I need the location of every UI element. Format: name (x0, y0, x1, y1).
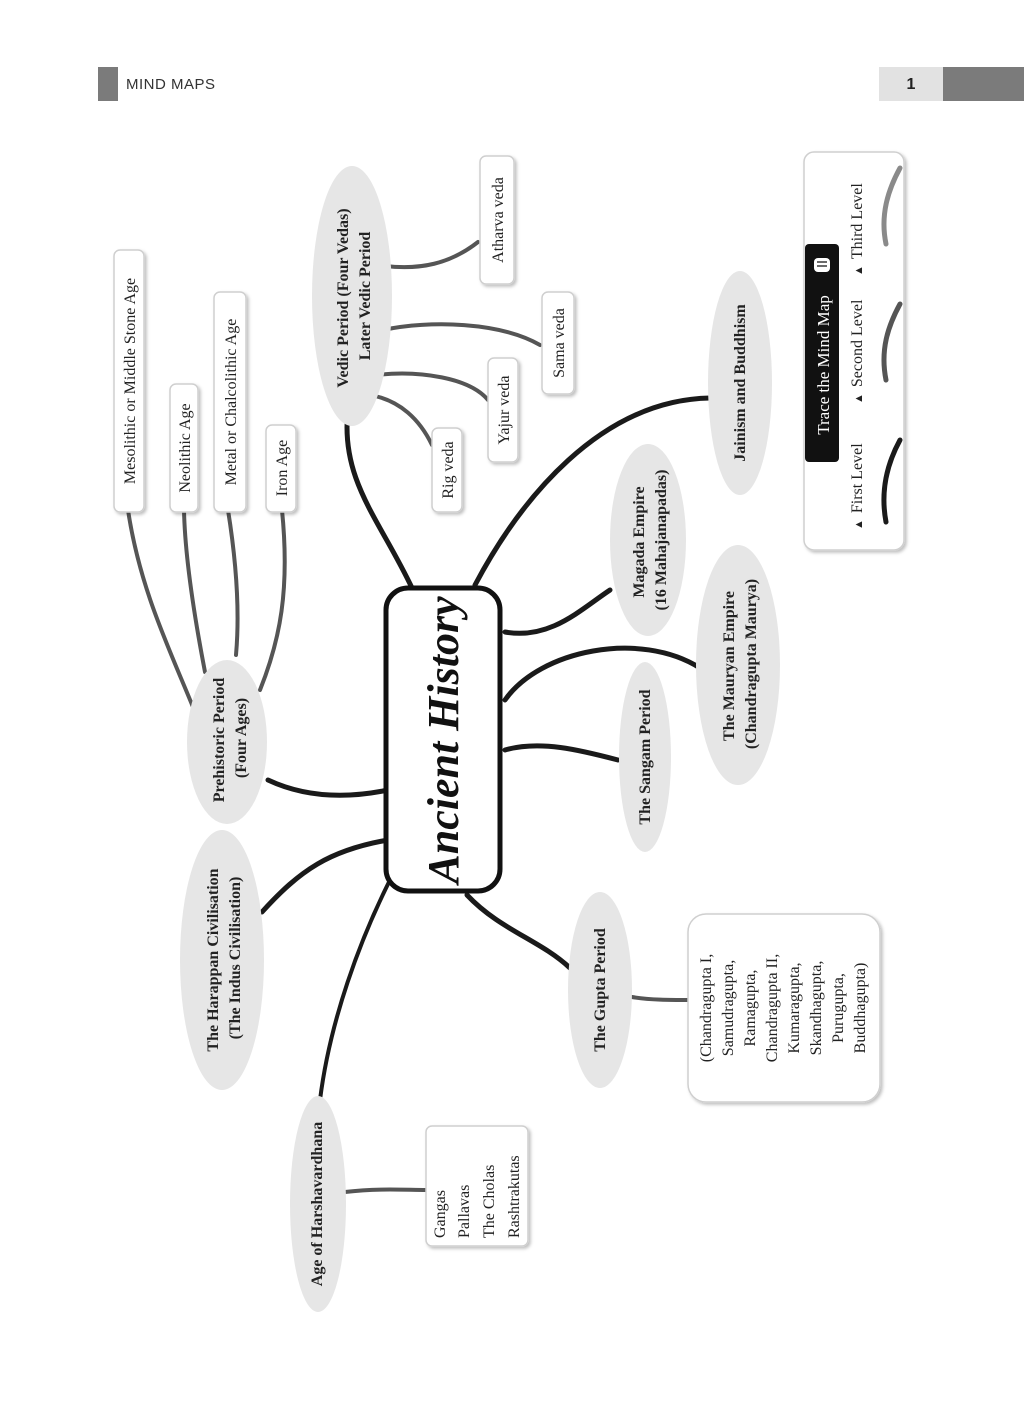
box-neolithic (169, 383, 199, 513)
connector-metal-age (226, 508, 240, 657)
box-sama-veda (541, 291, 575, 395)
connector-mauryan (502, 645, 703, 703)
connector-prehistoric (265, 777, 391, 798)
oval-prehistoric (187, 660, 267, 824)
connector-neolithic (182, 508, 207, 674)
connector-rig (368, 393, 434, 447)
box-yajur-veda (487, 357, 519, 463)
legend-third-stroke (881, 165, 903, 247)
connector-sangam (502, 743, 621, 763)
header-right-bar (943, 67, 1024, 101)
oval-gupta (568, 892, 632, 1088)
oval-sangam (619, 662, 671, 852)
oval-harsha (290, 1096, 346, 1312)
connector-jainism (472, 395, 713, 588)
box-atharva-veda (479, 155, 515, 285)
header-section-title: MIND MAPS (126, 76, 216, 93)
legend-second-stroke (881, 301, 903, 383)
page-number: 1 (879, 67, 943, 101)
connector-atharva (383, 240, 480, 270)
connector-yajur (374, 371, 490, 402)
connector-harappan (259, 837, 391, 915)
connector-gupta (464, 892, 573, 971)
box-iron-age (265, 424, 297, 513)
pointing-hand-icon (814, 258, 830, 272)
oval-harappan (180, 830, 264, 1090)
box-rig-veda (431, 427, 463, 513)
connector-magada (502, 587, 613, 636)
box-harsha-dynasties (425, 1125, 529, 1247)
connector-mesolithic (126, 508, 197, 714)
connector-vedic (344, 407, 415, 591)
legend: Trace the Mind Map ▲First Level ▲Second … (803, 151, 905, 551)
box-mesolithic (113, 249, 145, 513)
oval-mauryan (696, 545, 780, 785)
connector-harsha-dynasties (343, 1187, 428, 1194)
connector-harsha (318, 878, 392, 1102)
legend-first-stroke (881, 437, 903, 525)
connector-iron-age (258, 508, 287, 692)
connector-sama (381, 322, 542, 347)
oval-vedic (312, 166, 392, 426)
connector-gupta-rulers (630, 995, 692, 1002)
center-node (383, 585, 503, 894)
box-gupta-rulers (687, 913, 881, 1103)
legend-title-bar (805, 244, 839, 462)
box-metal-age (213, 291, 247, 513)
oval-magada (610, 444, 686, 636)
oval-jainism (708, 271, 772, 495)
header-left-bar (98, 67, 118, 101)
